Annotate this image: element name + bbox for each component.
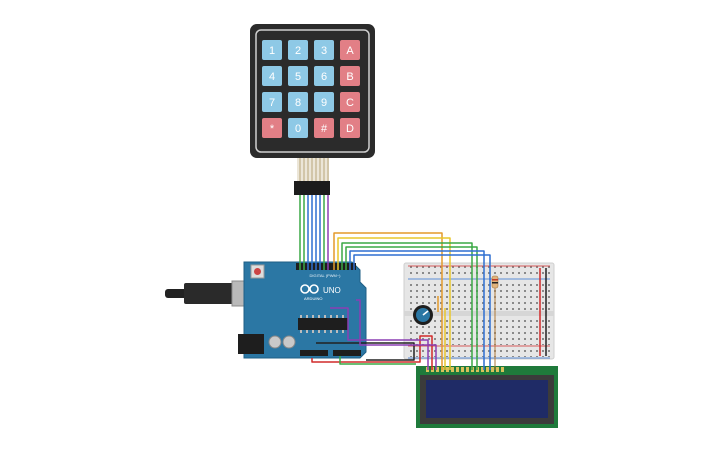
microcontroller-chip xyxy=(298,318,348,330)
keypad-key-7[interactable] xyxy=(262,92,282,112)
wire-green-lower xyxy=(339,356,416,365)
keypad-key-d[interactable] xyxy=(340,118,360,138)
arduino-logo-icon xyxy=(300,284,319,294)
keypad-ribbon-lines xyxy=(299,158,329,182)
keypad-key-label: 6 xyxy=(321,71,327,83)
capacitor-1 xyxy=(268,335,282,349)
wire-lcd-green-2 xyxy=(345,246,478,370)
wire-purple-a xyxy=(356,299,437,370)
keypad-key-9[interactable] xyxy=(314,92,334,112)
keypad-key-1[interactable] xyxy=(262,40,282,60)
wire-purple-b xyxy=(330,307,429,370)
keypad-key-hash[interactable] xyxy=(314,118,334,138)
keypad-connector xyxy=(294,181,330,195)
wire-lcd-blue-2 xyxy=(353,254,491,370)
keypad-keys: 1 2 3 A 4 5 6 B 7 8 9 C * 0 # D xyxy=(262,40,360,138)
breadboard-top-rail xyxy=(408,266,550,278)
analog-header xyxy=(333,350,361,356)
keypad-key-label: 5 xyxy=(295,71,301,83)
keypad-key-0[interactable] xyxy=(288,118,308,138)
keypad-key-3[interactable] xyxy=(314,40,334,60)
wire-lcd-orange xyxy=(333,232,443,370)
keypad-key-8[interactable] xyxy=(288,92,308,112)
wire-lcd-blue xyxy=(349,250,485,370)
wire-ground-black xyxy=(316,342,415,361)
keypad-key-label: # xyxy=(321,123,328,135)
wires xyxy=(299,195,547,370)
keypad-key-label: 9 xyxy=(321,97,327,109)
breadboard-upper-grid xyxy=(408,282,550,310)
arduino-model: UNO xyxy=(323,286,341,295)
digital-label: DIGITAL (PWM~) xyxy=(310,273,342,278)
keypad-key-label: A xyxy=(346,45,354,57)
keypad-key-label: * xyxy=(270,123,275,135)
capacitor-2 xyxy=(282,335,296,349)
lcd-pins xyxy=(426,367,504,372)
reset-button-cap xyxy=(254,268,261,275)
keypad-key-2[interactable] xyxy=(288,40,308,60)
usb-plug xyxy=(184,283,234,304)
digital-header xyxy=(296,263,356,270)
lcd-screen xyxy=(426,380,548,418)
keypad-key-4[interactable] xyxy=(262,66,282,86)
keypad: 1 2 3 A 4 5 6 B 7 8 9 C * 0 # D xyxy=(250,24,375,195)
keypad-key-a[interactable] xyxy=(340,40,360,60)
resistor-icon xyxy=(491,275,499,289)
power-jack-icon xyxy=(238,334,264,354)
breadboard-bottom-rail xyxy=(408,347,550,357)
keypad-key-b[interactable] xyxy=(340,66,360,86)
keypad-key-label: 1 xyxy=(269,45,275,57)
breadboard-channel xyxy=(404,311,554,316)
wire-lcd-green xyxy=(341,242,473,370)
wire-power-red xyxy=(311,335,433,370)
wire-lcd-yellow xyxy=(337,237,451,370)
keypad-frame xyxy=(255,29,370,153)
keypad-key-label: 7 xyxy=(269,97,275,109)
potentiometer-icon[interactable] xyxy=(413,305,433,325)
chip-pins xyxy=(300,315,344,333)
arduino-uno: DIGITAL (PWM~) ARDUINO UNO xyxy=(165,261,367,359)
keypad-key-c[interactable] xyxy=(340,92,360,112)
keypad-key-label: B xyxy=(346,71,353,83)
keypad-key-6[interactable] xyxy=(314,66,334,86)
keypad-key-label: 4 xyxy=(269,71,275,83)
usb-cable xyxy=(165,289,187,298)
keypad-key-label: 8 xyxy=(295,97,301,109)
keypad-key-label: D xyxy=(346,123,354,135)
keypad-key-label: 0 xyxy=(295,123,301,135)
keypad-key-5[interactable] xyxy=(288,66,308,86)
keypad-key-label: 3 xyxy=(321,45,327,57)
arduino-brand: ARDUINO xyxy=(304,296,322,301)
lcd-display xyxy=(416,366,558,428)
keypad-key-label: C xyxy=(346,97,354,109)
keypad-key-label: 2 xyxy=(295,45,301,57)
keypad-key-star[interactable] xyxy=(262,118,282,138)
power-header xyxy=(300,350,328,356)
